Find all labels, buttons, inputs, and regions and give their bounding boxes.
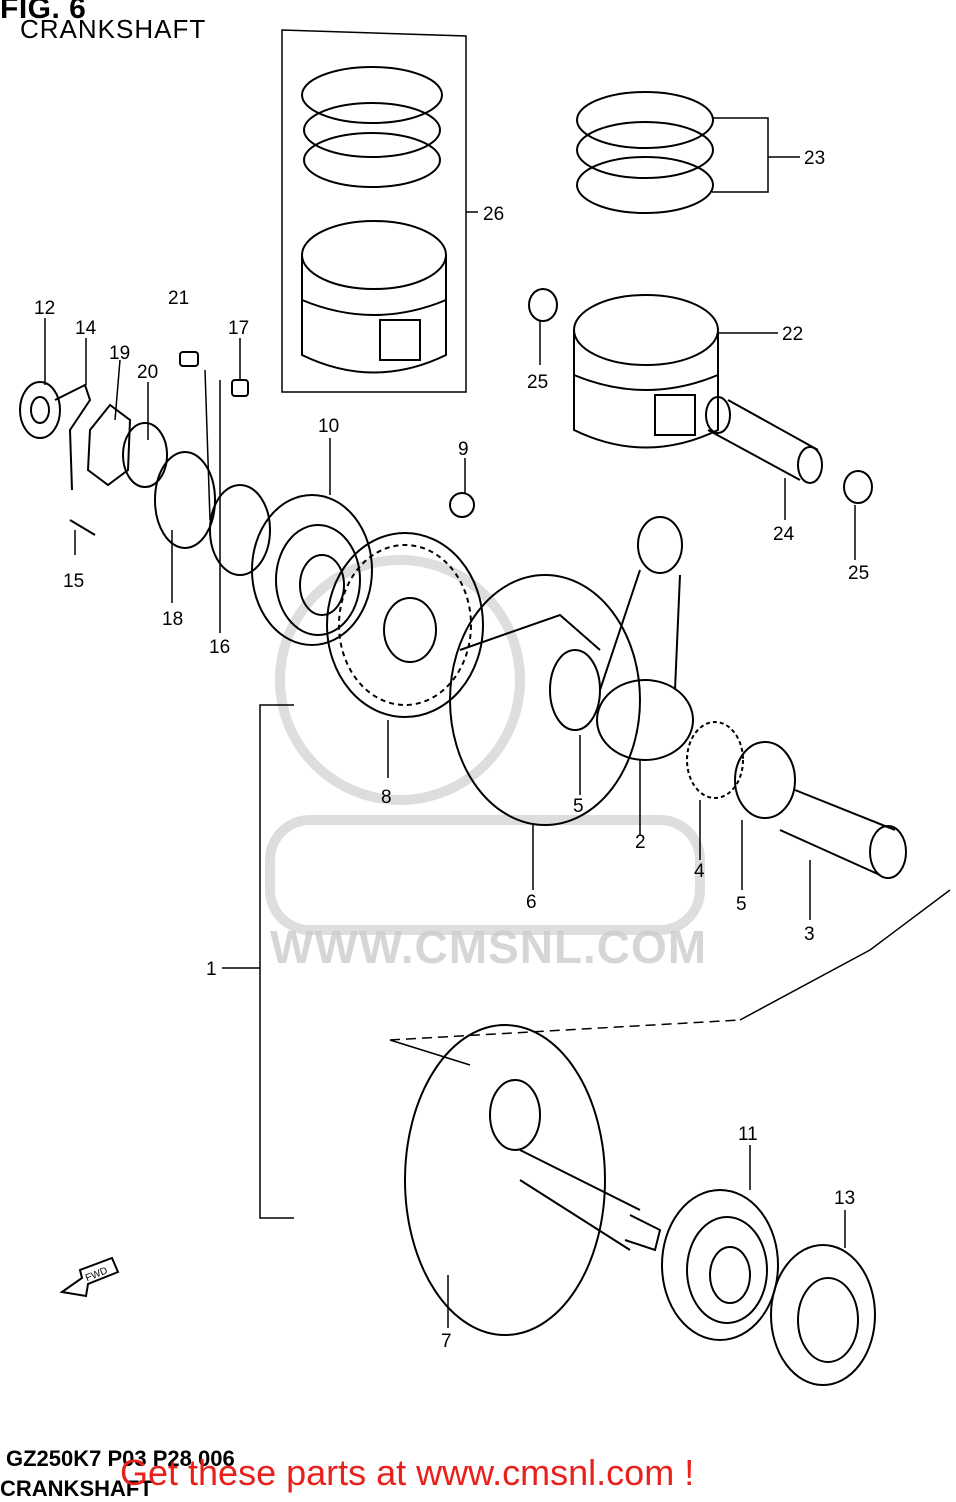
callout-5a: 5	[573, 796, 584, 817]
callout-25b: 25	[848, 563, 869, 584]
callout-4: 4	[694, 861, 705, 882]
callout-24: 24	[773, 524, 795, 545]
watermark-logo	[265, 555, 705, 935]
callout-15: 15	[63, 571, 84, 592]
section-name: CRANKSHAFT	[0, 1476, 153, 1501]
callout-13: 13	[834, 1188, 855, 1209]
callout-16: 16	[209, 637, 230, 658]
fwd-arrow-icon: FWD	[59, 1256, 120, 1298]
primary-gear	[326, 532, 484, 718]
callout-22: 22	[782, 324, 803, 345]
callout-9: 9	[458, 439, 469, 460]
watermark-text: WWW.CMSNL.COM	[270, 921, 708, 973]
needle-bearing	[686, 721, 744, 799]
piston-rings-23	[576, 91, 714, 214]
callout-10: 10	[318, 416, 339, 437]
dowel-pin	[449, 492, 475, 518]
circlips	[528, 288, 873, 504]
callout-7: 7	[441, 1331, 452, 1352]
callout-19: 19	[109, 343, 130, 364]
figure-number: FIG. 6	[0, 0, 87, 25]
callout-25a: 25	[527, 372, 548, 393]
crank-web-7	[404, 1024, 662, 1336]
callout-5b: 5	[736, 894, 747, 915]
callout-20: 20	[137, 362, 158, 383]
model-code: GZ250K7 P03 P28 006	[6, 1446, 235, 1471]
bearing-10	[251, 494, 373, 646]
callout-12: 12	[34, 298, 55, 319]
piston-kit-box	[281, 29, 467, 393]
callout-21: 21	[168, 288, 189, 309]
crank-pin	[779, 789, 907, 879]
callout-17: 17	[228, 318, 249, 339]
callout-26: 26	[483, 204, 504, 225]
thrust-washer	[734, 741, 796, 819]
callout-8: 8	[381, 787, 392, 808]
callout-2: 2	[635, 832, 646, 853]
callout-3: 3	[804, 924, 815, 945]
left-small-parts	[19, 351, 271, 576]
crank-web	[449, 574, 641, 826]
piston-pin	[705, 396, 823, 484]
oil-seal	[770, 1244, 876, 1386]
callout-6: 6	[526, 892, 537, 913]
piston-rings-kit	[301, 66, 443, 188]
piston-kit	[301, 220, 447, 374]
callout-14: 14	[75, 318, 97, 339]
diagram-subtitle: CRANKSHAFT	[20, 14, 207, 44]
callout-23: 23	[804, 148, 825, 169]
piston-22	[573, 294, 719, 449]
callout-18: 18	[162, 609, 183, 630]
promo-link[interactable]: Get these parts at www.cmsnl.com !	[120, 1452, 695, 1493]
leader-lines	[44, 117, 856, 1328]
callout-11: 11	[738, 1124, 758, 1145]
bearing-11	[661, 1189, 779, 1341]
callout-1: 1	[206, 959, 217, 980]
callouts: 1 2 3 4 5 5 6 7 8 9 10 11 12 13 14 15 16…	[34, 148, 869, 1352]
assembly-bracket	[222, 704, 951, 1219]
connecting-rod	[596, 516, 694, 761]
